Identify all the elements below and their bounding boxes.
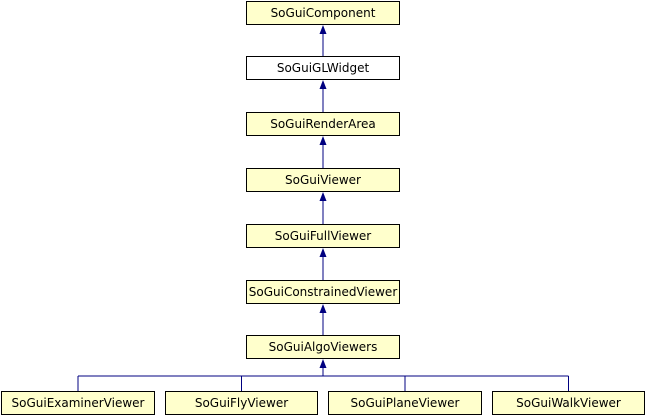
arrowhead <box>319 248 327 257</box>
class-node-sogui-render-area[interactable]: SoGuiRenderArea <box>246 112 400 136</box>
class-node-sogui-full-viewer[interactable]: SoGuiFullViewer <box>246 224 400 248</box>
arrowhead <box>319 192 327 201</box>
class-node-sogui-component[interactable]: SoGuiComponent <box>246 1 400 25</box>
class-node-sogui-algo-viewers[interactable]: SoGuiAlgoViewers <box>246 335 400 359</box>
class-node-sogui-gl-widget: SoGuiGLWidget <box>246 56 400 80</box>
class-node-sogui-viewer[interactable]: SoGuiViewer <box>246 168 400 192</box>
arrowhead <box>319 304 327 313</box>
class-node-sogui-constrained-viewer[interactable]: SoGuiConstrainedViewer <box>246 280 400 304</box>
class-node-sogui-examiner-viewer[interactable]: SoGuiExaminerViewer <box>1 391 155 415</box>
class-node-sogui-fly-viewer[interactable]: SoGuiFlyViewer <box>165 391 318 415</box>
class-node-sogui-walk-viewer[interactable]: SoGuiWalkViewer <box>492 391 645 415</box>
arrowhead <box>319 80 327 89</box>
arrowhead <box>319 359 327 368</box>
class-node-sogui-plane-viewer[interactable]: SoGuiPlaneViewer <box>328 391 482 415</box>
arrowhead <box>319 25 327 34</box>
arrowhead <box>319 136 327 145</box>
